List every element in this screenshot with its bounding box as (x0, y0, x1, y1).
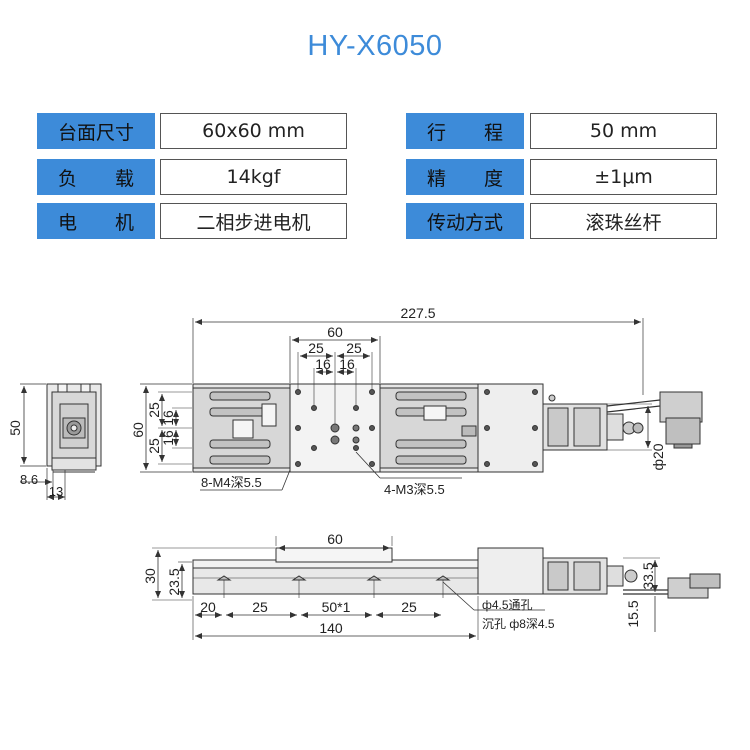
note-through-hole: ф4.5通孔 (482, 598, 533, 612)
dim-side-25a: 25 (252, 599, 268, 615)
dim-end-height: 50 (7, 420, 23, 436)
dim-hole-25a: 25 (308, 340, 324, 356)
dim-side-pitch: 50*1 (322, 599, 351, 615)
dim-side-33-5: 33.5 (640, 562, 656, 589)
dim-left-16b: 16 (160, 430, 176, 446)
spec-label-motor: 电 机 (37, 203, 155, 239)
spec-label-load: 负 载 (37, 159, 155, 195)
dim-side-height: 30 (142, 568, 158, 584)
dim-side-15-5: 15.5 (625, 600, 641, 627)
dim-hole-16a: 16 (315, 356, 331, 372)
dim-table-width: 60 (327, 324, 343, 340)
dim-end-13: 13 (49, 484, 63, 499)
dim-side-table: 60 (327, 531, 343, 547)
note-counterbore: 沉孔 ф8深4.5 (482, 617, 555, 631)
dim-left-16a: 16 (160, 410, 176, 426)
side-view (152, 536, 721, 640)
dim-side-rail-height: 23.5 (166, 568, 182, 595)
spec-value-motor: 二相步进电机 (160, 203, 347, 239)
spec-value-drive: 滚珠丝杆 (530, 203, 717, 239)
dim-left-25b: 25 (146, 438, 162, 454)
dim-overall-length: 227.5 (400, 305, 435, 321)
spec-value-stroke: 50 mm (530, 113, 717, 149)
top-view (140, 318, 703, 491)
dim-hole-16b: 16 (339, 356, 355, 372)
spec-label-accuracy: 精 度 (406, 159, 524, 195)
dim-side-140: 140 (319, 620, 343, 636)
note-m3-holes: 4-M3深5.5 (384, 482, 445, 497)
note-m4-holes: 8-M4深5.5 (201, 475, 262, 490)
dim-side-20: 20 (200, 599, 216, 615)
spec-value-table-size: 60x60 mm (160, 113, 347, 149)
spec-value-load: 14kgf (160, 159, 347, 195)
dim-end-8-6: 8.6 (20, 472, 38, 487)
dim-hole-25b: 25 (346, 340, 362, 356)
end-view (20, 383, 102, 500)
dim-left-25a: 25 (146, 402, 162, 418)
spec-value-accuracy: ±1μm (530, 159, 717, 195)
product-title: HY-X6050 (307, 30, 443, 62)
dim-left-60: 60 (130, 422, 146, 438)
spec-label-table-size: 台面尺寸 (37, 113, 155, 149)
dim-motor-diameter: ф20 (650, 443, 666, 470)
dim-side-25b: 25 (401, 599, 417, 615)
spec-label-drive: 传动方式 (406, 203, 524, 239)
spec-label-stroke: 行 程 (406, 113, 524, 149)
